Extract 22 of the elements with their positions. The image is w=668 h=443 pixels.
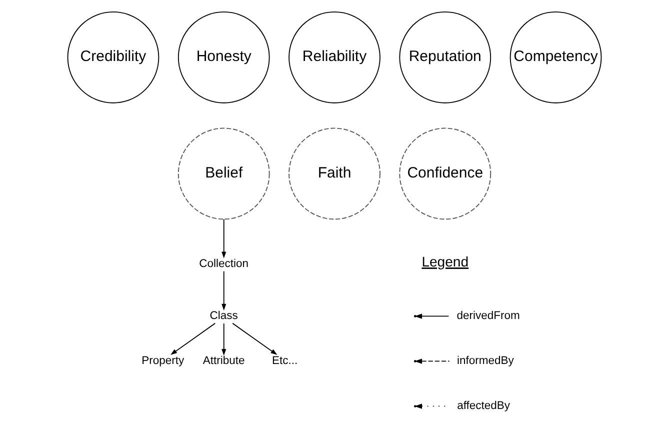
arrow bbox=[221, 270, 226, 310]
node-circle: Credibility bbox=[66, 11, 159, 104]
node-text: Property bbox=[141, 355, 184, 368]
legend-label: affectedBy bbox=[456, 400, 510, 412]
node-text: Etc... bbox=[271, 355, 298, 368]
label: Legend bbox=[421, 254, 468, 270]
arrow bbox=[232, 322, 277, 355]
arrow bbox=[221, 218, 226, 258]
node-circle: Belief bbox=[177, 128, 270, 220]
arrow bbox=[221, 323, 226, 356]
node-circle: Reputation bbox=[398, 11, 491, 104]
node-circle: Competency bbox=[509, 11, 602, 104]
node-text: Class bbox=[209, 310, 238, 322]
node-circle: Confidence bbox=[398, 128, 491, 220]
node-circle: Faith bbox=[288, 128, 380, 220]
node-text: Collection bbox=[198, 258, 248, 270]
legend-label: informedBy bbox=[456, 355, 514, 368]
node-circle: Honesty bbox=[177, 11, 270, 104]
legend-label: derivedFrom bbox=[456, 310, 520, 322]
node-circle: Reliability bbox=[288, 11, 380, 104]
arrow bbox=[170, 322, 216, 355]
node-text: Attribute bbox=[202, 355, 244, 368]
